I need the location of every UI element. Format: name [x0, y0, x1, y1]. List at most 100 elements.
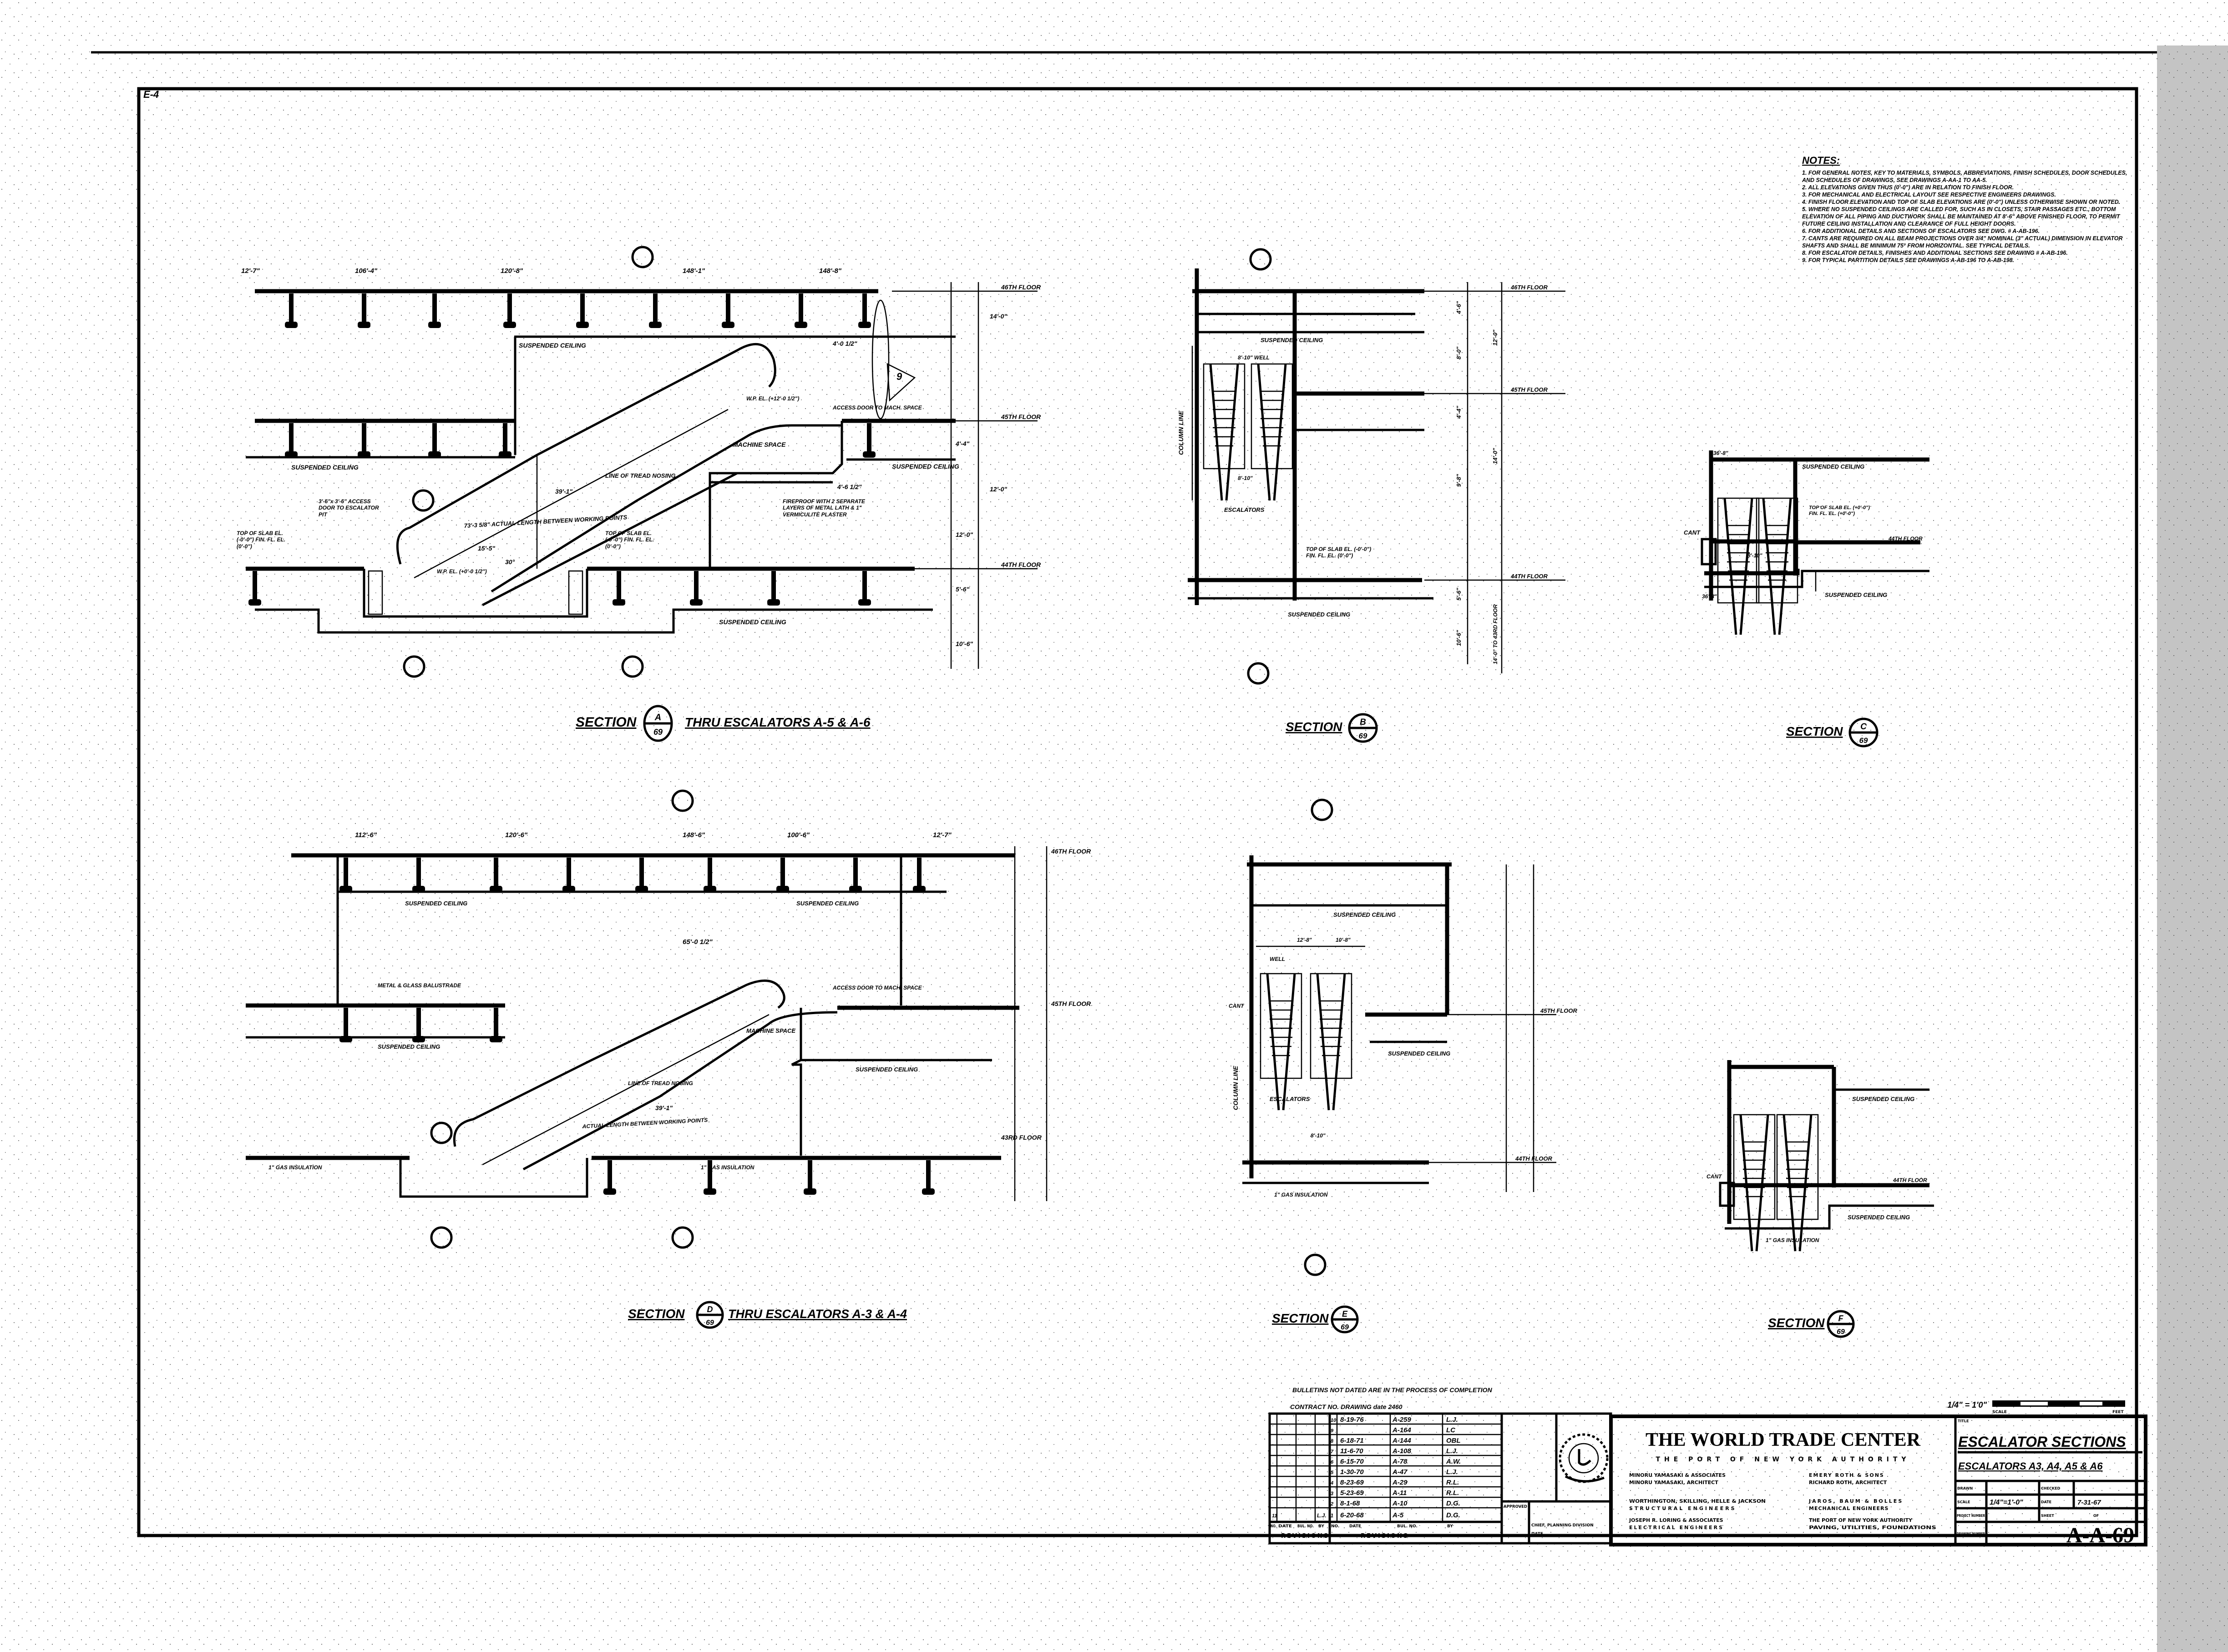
drawing-label: BY: [1318, 1524, 1324, 1529]
drawing-label: 12'-8": [1297, 937, 1312, 943]
pit-access-note: 3'-6"x 3'-6" ACCESS DOOR TO ESCALATOR PI…: [319, 498, 379, 518]
drawing-linework: [671, 1226, 694, 1249]
drawing-label: ACCESS DOOR TO MACH. SPACE: [832, 404, 922, 411]
drawing-label: MACHINE SPACE: [733, 441, 786, 448]
drawing-label: CHECKED: [2041, 1486, 2061, 1490]
drawing-label: 36'-8": [1713, 450, 1728, 456]
section-e-drawing: SUSPENDED CEILING SUSPENDED CEILING ESCA…: [1229, 798, 1578, 1276]
drawing-label: 69: [1837, 1328, 1845, 1336]
drawing-label: 1" GAS INSULATION: [268, 1164, 322, 1171]
drawing-label: 44TH FLOOR: [1893, 1177, 1927, 1183]
drawing-label: NO.: [1331, 1524, 1339, 1529]
drawing-label: NO.: [1271, 1524, 1276, 1529]
drawing-label: W.P. EL. (+0'-0 1/2"): [437, 568, 487, 575]
drawing-label: SECTION: [1272, 1311, 1329, 1325]
drawing-label: RICHARD ROTH, ARCHITECT: [1809, 1480, 1887, 1485]
drawing-label: 43RD FLOOR: [1001, 1134, 1042, 1141]
drawing-linework: [1304, 1253, 1327, 1276]
drawing-label: 46TH FLOOR: [1510, 284, 1548, 291]
scale-bar: [1992, 1400, 2125, 1407]
drawing-label: REVISIONS: [1361, 1533, 1409, 1540]
professional-seal: [1559, 1433, 1609, 1483]
drawing-label: SUSPENDED CEILING: [1288, 611, 1350, 618]
drawing-label: SECTION: [628, 1307, 685, 1321]
drawing-label: 14'-0": [1492, 448, 1499, 464]
drawing-linework: [2020, 1402, 2048, 1405]
drawing-label: 11-6-70: [1340, 1447, 1363, 1455]
drawing-linework: [1311, 798, 1333, 821]
drawing-linework: MINORU YAMASAKI & ASSOCIATES MINORU YAMAS…: [1629, 1472, 1936, 1531]
drawing-label: 4'-4": [955, 440, 970, 447]
drawing-label: A-47: [1392, 1468, 1408, 1476]
drawing-label: 65'-0 1/2": [683, 938, 713, 946]
drawing-label: LC: [1446, 1426, 1456, 1434]
drawing-label: 12'-0": [990, 485, 1007, 493]
sheet-title: ESCALATOR SECTIONS: [1958, 1434, 2126, 1450]
drawing-linework: 1. FOR GENERAL NOTES, KEY TO MATERIALS, …: [1802, 169, 2139, 264]
drawing-linework: [412, 489, 435, 512]
drawing-label: 12'-0": [1492, 329, 1499, 346]
drawing-label: 1" GAS INSULATION: [1766, 1237, 1819, 1243]
drawing-label: 12'-7": [241, 267, 260, 275]
drawing-label: SUSPENDED CEILING: [1802, 463, 1864, 470]
drawing-label: SUSPENDED CEILING: [1388, 1050, 1450, 1057]
general-notes: NOTES: 1. FOR GENERAL NOTES, KEY TO MATE…: [1802, 155, 2139, 264]
drawing-label: A-164: [1392, 1426, 1412, 1434]
note-item: 3. FOR MECHANICAL AND ELECTRICAL LAYOUT …: [1802, 192, 2056, 198]
drawing-linework: [2080, 1402, 2102, 1405]
drawing-label: CHIEF, PLANNING DIVISION: [1531, 1523, 1594, 1528]
drawing-linework: [522, 1011, 838, 1171]
note-item: 4. FINISH FLOOR ELEVATION AND TOP OF SLA…: [1802, 199, 2121, 205]
drawing-label: COLUMN LINE: [1177, 410, 1185, 455]
drawing-linework: [1725, 1204, 1934, 1230]
drawing-label: 1" GAS INSULATION: [1274, 1192, 1328, 1198]
drawing-label: 8: [1331, 1439, 1334, 1444]
drawing-label: L.J.: [1446, 1447, 1458, 1455]
drawing-label: 3: [1331, 1491, 1333, 1496]
drawing-label: 1-30-70: [1340, 1468, 1364, 1476]
slab-note: TOP OF SLAB EL. (-0'-0") FIN. FL. EL. (0…: [605, 530, 654, 550]
drawing-label: 69: [706, 1319, 714, 1327]
drawing-label: 8'-10": [1747, 552, 1762, 559]
drawing-label: MINORU YAMASAKI, ARCHITECT: [1629, 1480, 1718, 1485]
drawing-label: 4'-0 1/2": [832, 340, 857, 347]
sheet-border: [137, 87, 2138, 1537]
drawing-linework: [709, 421, 843, 569]
drawing-label: ESCALATORS: [1270, 1096, 1310, 1102]
drawing-label: 69: [1359, 732, 1367, 740]
drawing-linework: [671, 789, 694, 812]
drawing-label: 8'-10" WELL: [1238, 354, 1270, 361]
section-a-title: SECTION A 69 THRU ESCALATORS A-5 & A-6: [576, 705, 871, 742]
drawing-label: 5'-6": [956, 586, 970, 593]
section-a-drawing: SUSPENDED CEILING SUSPENDED CEILING SUSP…: [237, 246, 1041, 678]
note-item: 6. FOR ADDITIONAL DETAILS AND SECTIONS O…: [1802, 228, 2040, 234]
drawing-label: 8'-0": [1455, 346, 1462, 359]
drawing-label: JOSEPH R. LORING & ASSOCIATES: [1629, 1517, 1723, 1523]
drawing-label: SUSPENDED CEILING: [1261, 337, 1323, 344]
section-d-drawing: SUSPENDED CEILING SUSPENDED CEILING SUSP…: [246, 789, 1091, 1249]
section-f-drawing: SUSPENDED CEILING SUSPENDED CEILING CANT…: [1706, 1060, 1934, 1251]
drawing-label: FEET: [2112, 1410, 2124, 1415]
drawing-linework: [791, 1008, 802, 1156]
drawing-label: A-5: [1392, 1511, 1404, 1519]
drawing-label: 1/4"=1'-0": [1990, 1499, 2023, 1506]
drawing-linework: [1568, 1443, 1599, 1474]
drawing-label: 1" GAS INSULATION: [701, 1164, 754, 1171]
drawing-label: JAROS, BAUM & BOLLES: [1808, 1498, 1903, 1504]
sheet-subtitle: ESCALATORS A3, A4, A5 & A6: [1958, 1460, 2103, 1472]
drawing-linework: TOP OF SLAB EL. (+0'-0") FIN. FL. EL. (+…: [1809, 505, 1870, 516]
drawing-label: 5: [1331, 1470, 1334, 1475]
drawing-linework: DRAWN CHECKED SCALE DATE PROJECT NUMBER …: [1957, 1486, 2099, 1536]
drawing-label: SUSPENDED CEILING: [378, 1043, 440, 1050]
drawing-linework: FIREPROOF WITH 2 SEPARATE LAYERS OF META…: [783, 498, 865, 518]
drawing-linework: [886, 363, 916, 402]
drawing-label: SUSPENDED CEILING: [856, 1066, 918, 1073]
drawing-label: R.L.: [1446, 1479, 1459, 1486]
drawing-label: 7: [1331, 1449, 1334, 1455]
drawing-label: W.P. EL. (+12'-0 1/2"): [746, 395, 799, 402]
drawing-label: MINORU YAMASAKI & ASSOCIATES: [1629, 1472, 1726, 1478]
drawing-label: 30°: [505, 558, 515, 566]
drawing-label: 69: [1341, 1324, 1349, 1331]
drawing-linework: [481, 472, 738, 606]
